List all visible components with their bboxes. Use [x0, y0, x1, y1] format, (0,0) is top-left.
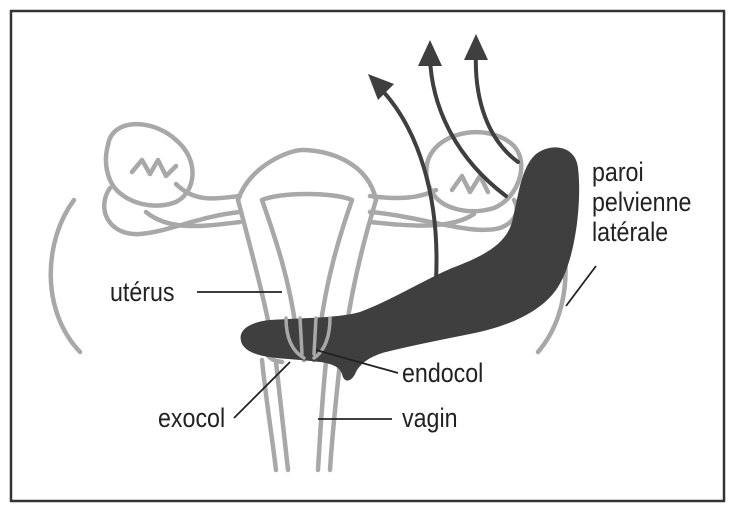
label-endocol: endocol	[402, 358, 483, 388]
label-exocol: exocol	[158, 403, 225, 433]
figure-frame	[11, 11, 724, 501]
label-lateral-wall-line3: latérale	[592, 217, 668, 247]
label-uterus: utérus	[110, 277, 175, 307]
label-lateral-wall-line1: paroi	[592, 157, 644, 187]
label-vagin: vagin	[402, 403, 458, 433]
label-lateral-wall-line2: pelvienne	[592, 187, 691, 217]
